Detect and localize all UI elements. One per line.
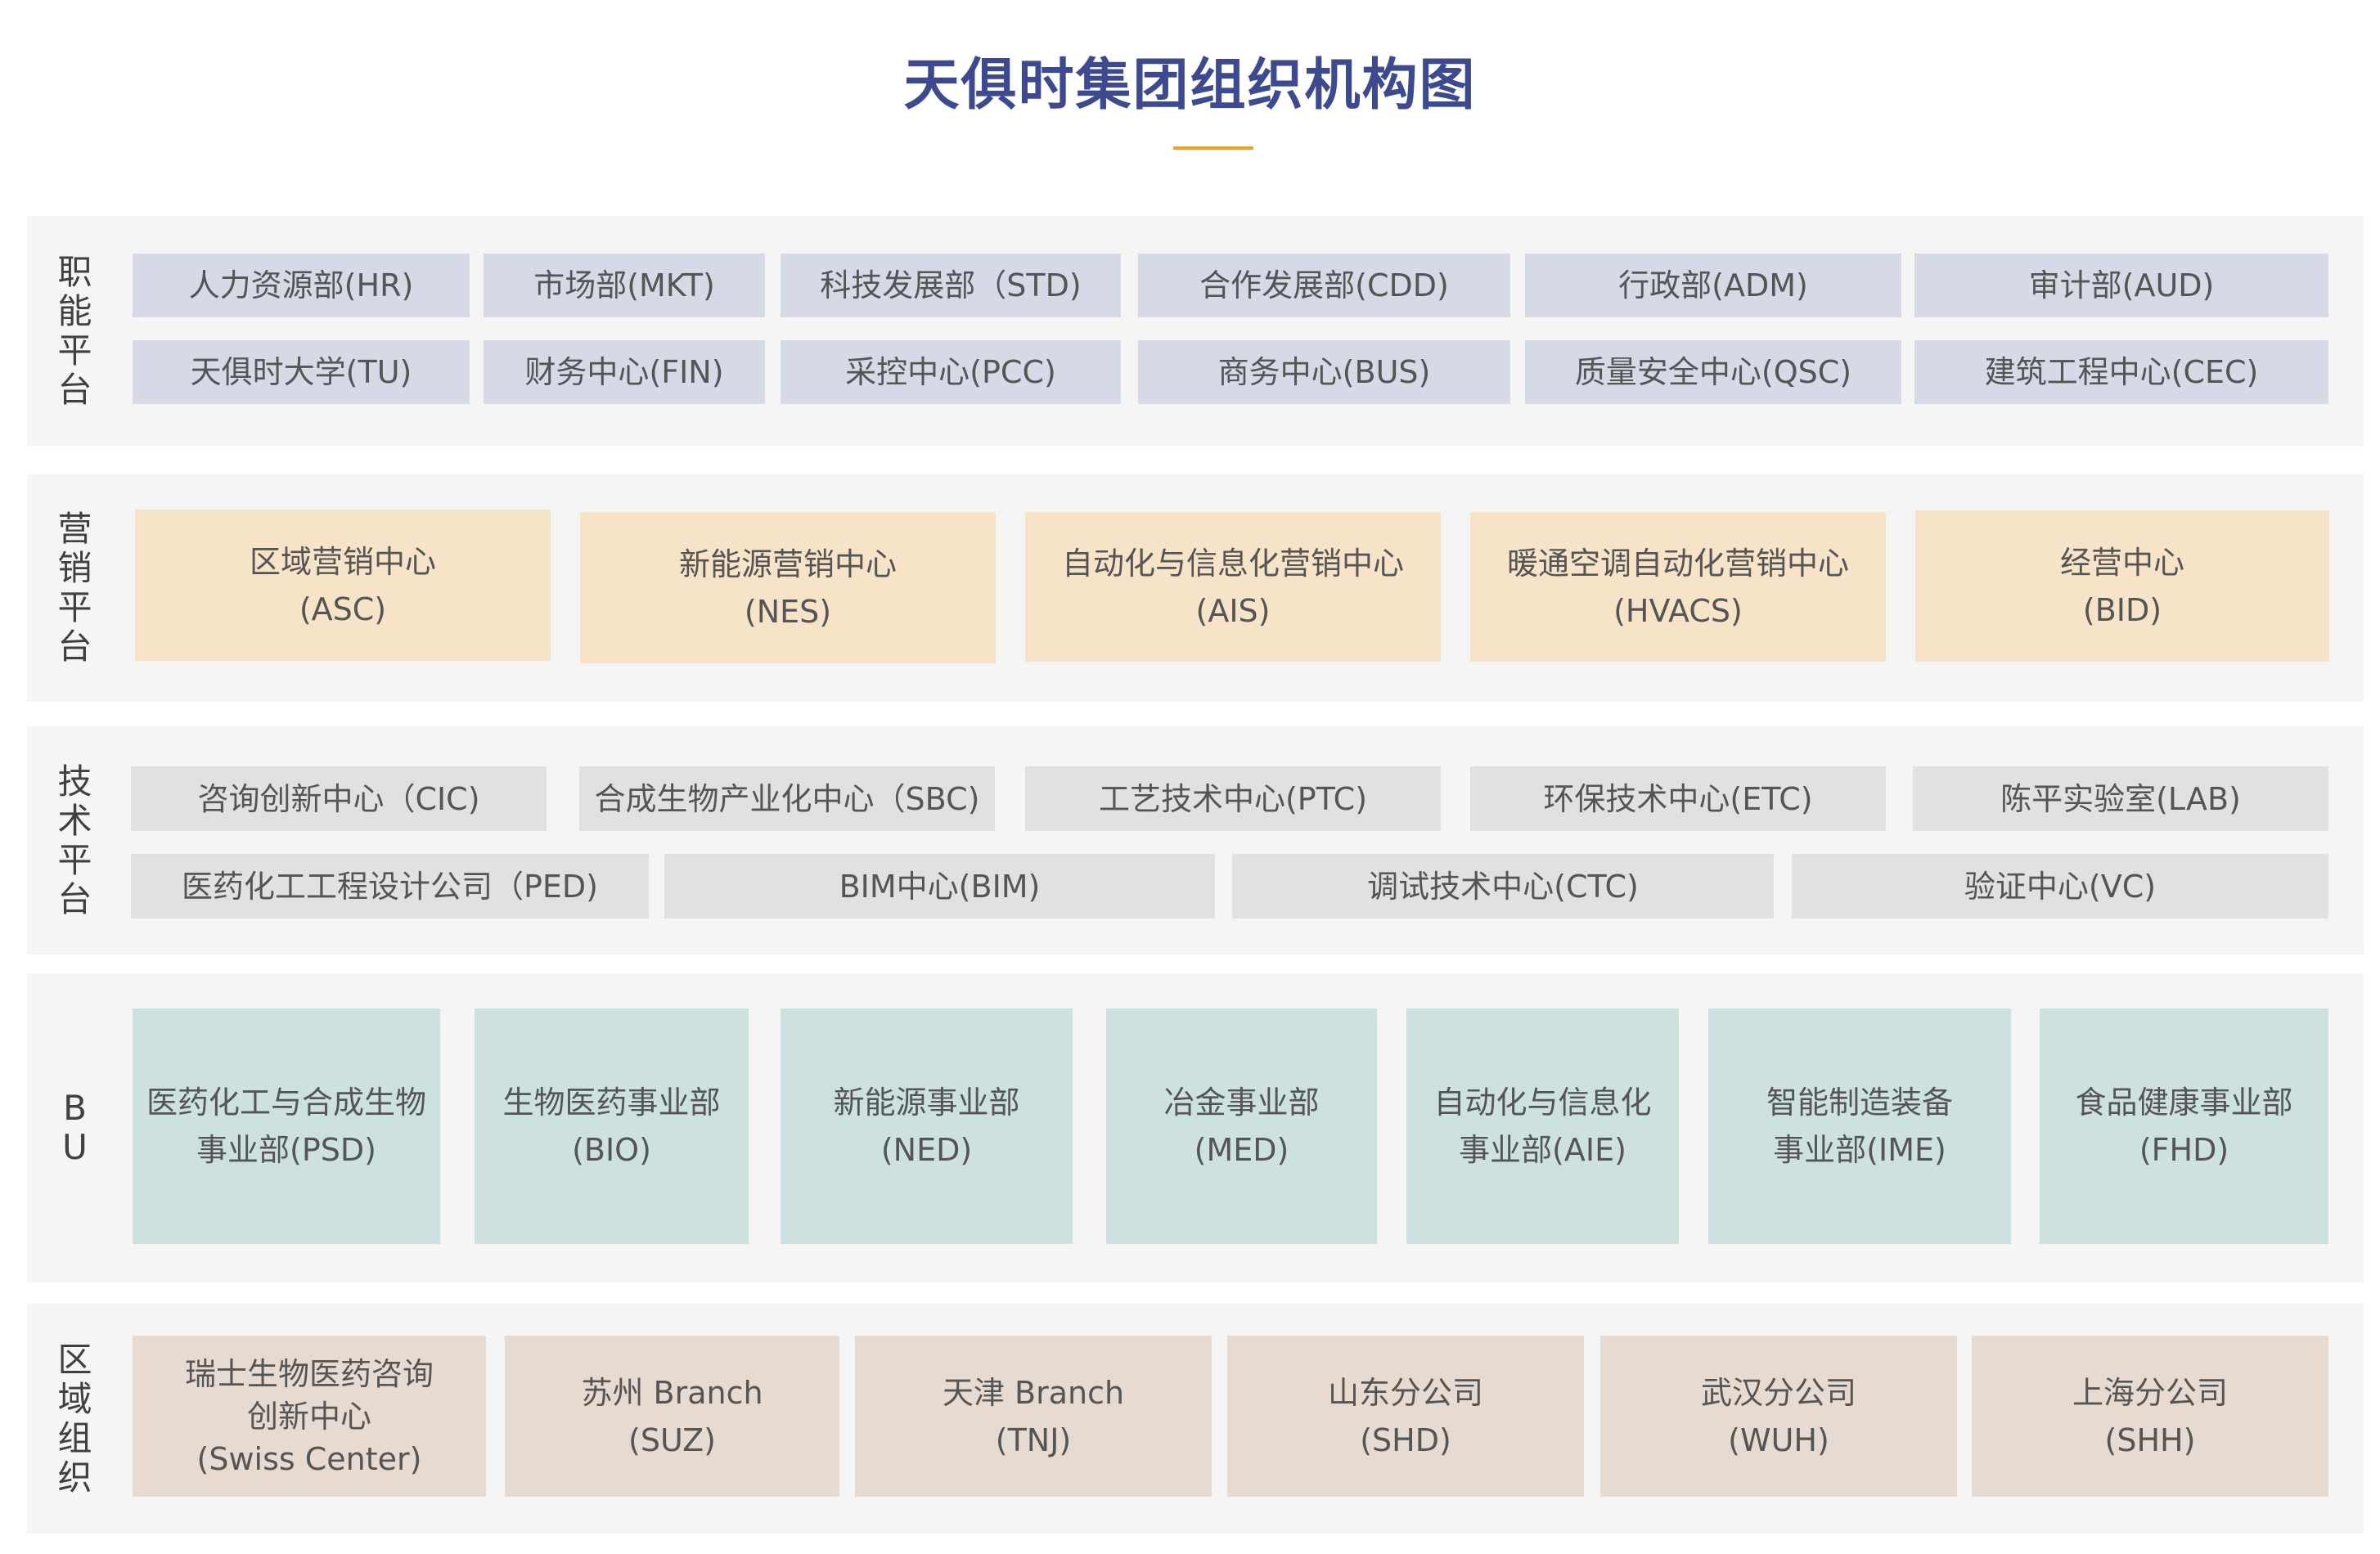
org-unit: 质量安全中心(QSC)	[1525, 340, 1901, 404]
org-unit: 武汉分公司 (WUH)	[1600, 1336, 1957, 1497]
section-technical	[27, 726, 2364, 954]
page-title: 天俱时集团组织机构图	[903, 53, 1477, 118]
org-unit: 上海分公司 (SHH)	[1972, 1336, 2328, 1497]
org-unit: 陈平实验室(LAB)	[1913, 766, 2328, 831]
section-functional	[27, 216, 2364, 446]
org-unit: 瑞士生物医药咨询 创新中心 (Swiss Center)	[133, 1336, 486, 1497]
org-unit: BIM中心(BIM)	[664, 854, 1215, 918]
org-unit: 医药化工与合成生物 事业部(PSD)	[133, 1008, 440, 1244]
org-unit: 环保技术中心(ETC)	[1470, 766, 1886, 831]
org-unit: 山东分公司 (SHD)	[1227, 1336, 1584, 1497]
org-unit: 自动化与信息化 事业部(AIE)	[1406, 1008, 1679, 1244]
org-unit: 财务中心(FIN)	[484, 340, 765, 404]
org-unit: 市场部(MKT)	[484, 254, 765, 317]
org-unit: 验证中心(VC)	[1792, 854, 2328, 918]
org-unit: 合成生物产业化中心（SBC)	[579, 766, 995, 831]
section-label-marketing: 营销平台	[57, 509, 92, 667]
org-unit: 科技发展部（STD)	[781, 254, 1121, 317]
org-unit: 合作发展部(CDD)	[1138, 254, 1510, 317]
section-label-regional: 区域组织	[57, 1339, 92, 1498]
org-unit: 天俱时大学(TU)	[133, 340, 470, 404]
org-unit: 生物医药事业部 (BIO)	[475, 1008, 749, 1244]
org-unit: 工艺技术中心(PTC)	[1025, 766, 1441, 831]
org-unit: 行政部(ADM)	[1525, 254, 1901, 317]
org-unit: 自动化与信息化营销中心 (AIS)	[1025, 512, 1441, 662]
org-unit: 建筑工程中心(CEC)	[1914, 340, 2328, 404]
section-label-bu: BU	[62, 1088, 88, 1167]
org-unit: 苏州 Branch (SUZ)	[505, 1336, 839, 1497]
title-underline	[1173, 146, 1253, 150]
section-label-technical: 技术平台	[57, 761, 92, 919]
org-unit: 新能源事业部 (NED)	[781, 1008, 1073, 1244]
org-unit: 调试技术中心(CTC)	[1232, 854, 1774, 918]
org-unit: 区域营销中心 (ASC)	[135, 510, 551, 661]
org-unit: 天津 Branch (TNJ)	[855, 1336, 1212, 1497]
org-unit: 采控中心(PCC)	[781, 340, 1121, 404]
org-unit: 食品健康事业部 (FHD)	[2040, 1008, 2328, 1244]
org-unit: 商务中心(BUS)	[1138, 340, 1510, 404]
org-unit: 新能源营销中心 (NES)	[580, 512, 996, 663]
org-unit: 暖通空调自动化营销中心 (HVACS)	[1470, 512, 1886, 662]
org-unit: 审计部(AUD)	[1914, 254, 2328, 317]
org-unit: 人力资源部(HR)	[133, 254, 470, 317]
org-unit: 智能制造装备 事业部(IME)	[1708, 1008, 2011, 1244]
org-unit: 经营中心 (BID)	[1915, 510, 2329, 662]
org-unit: 医药化工工程设计公司（PED)	[131, 854, 649, 918]
section-label-functional: 职能平台	[57, 251, 92, 410]
org-unit: 冶金事业部 (MED)	[1106, 1008, 1377, 1244]
org-unit: 咨询创新中心（CIC)	[131, 766, 547, 831]
